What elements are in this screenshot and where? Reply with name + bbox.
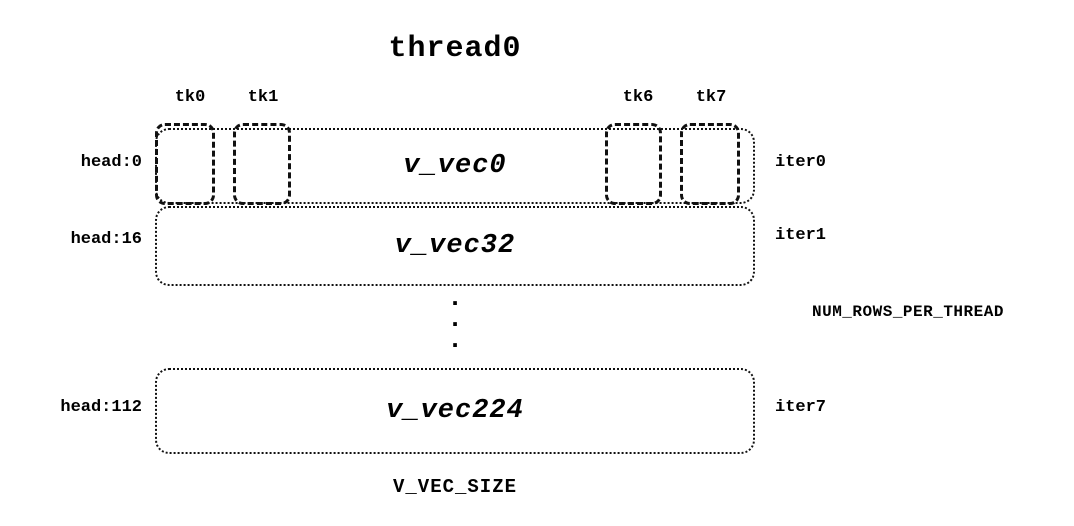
num-rows-per-thread-label: NUM_ROWS_PER_THREAD bbox=[812, 303, 1004, 321]
head-label: head:0 bbox=[80, 153, 142, 172]
vvec-label: v_vec32 bbox=[394, 231, 516, 261]
tk6-box bbox=[605, 123, 662, 205]
vvec-row-iter1: v_vec32 bbox=[155, 206, 755, 286]
tk6-label: tk6 bbox=[622, 88, 654, 107]
tk0-box bbox=[155, 123, 215, 205]
iter-label: iter7 bbox=[775, 398, 827, 417]
tk1-label: tk1 bbox=[247, 88, 279, 107]
vertical-ellipsis: . . . bbox=[447, 283, 463, 355]
iter-label: iter0 bbox=[775, 153, 827, 172]
v-vec-size-label: V_VEC_SIZE bbox=[392, 476, 518, 498]
tk1-box bbox=[233, 123, 291, 205]
head-label: head:16 bbox=[70, 230, 142, 249]
head-label: head:112 bbox=[60, 398, 142, 417]
vvec-label: v_vec224 bbox=[386, 396, 524, 426]
vvec-row-iter7: v_vec224 bbox=[155, 368, 755, 454]
diagram-title: thread0 bbox=[388, 32, 522, 66]
tk7-label: tk7 bbox=[695, 88, 727, 107]
iter-label: iter1 bbox=[775, 226, 827, 245]
vvec-label: v_vec0 bbox=[403, 151, 507, 181]
tk7-box bbox=[680, 123, 740, 205]
tk0-label: tk0 bbox=[174, 88, 206, 107]
